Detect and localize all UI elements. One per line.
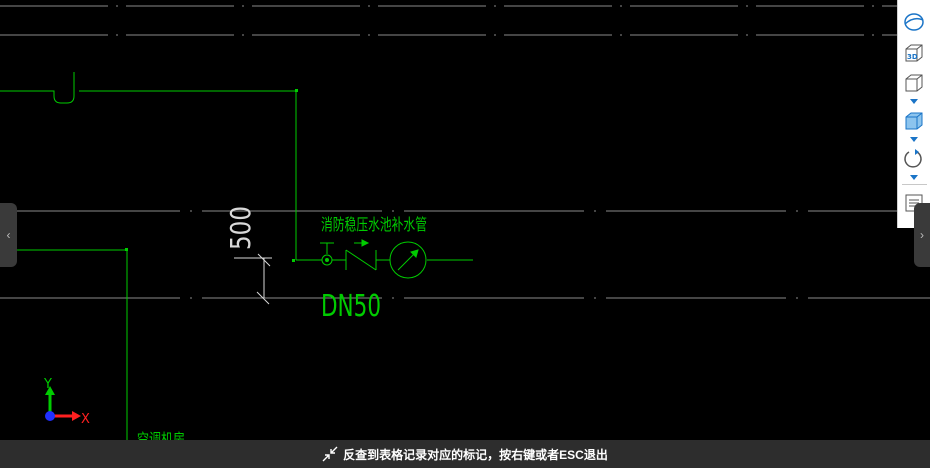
pipe-name-label: 消防稳压水池补水管	[321, 215, 427, 234]
view-cube-solid-icon[interactable]	[901, 108, 927, 134]
orbit-icon[interactable]	[901, 9, 927, 35]
view-cube-wire-icon[interactable]	[901, 70, 927, 96]
pipe-lines[interactable]	[0, 72, 473, 468]
check-valve-icon[interactable]	[345, 239, 390, 271]
chevron-down-icon[interactable]	[907, 173, 921, 181]
pipe-nodes	[125, 89, 298, 262]
scroll-right-tab[interactable]: ›	[914, 203, 930, 267]
chevron-left-icon: ‹	[6, 228, 11, 242]
dimension-marker	[234, 253, 272, 305]
axis-x-label: X	[81, 412, 90, 427]
gauge-icon[interactable]	[389, 241, 427, 279]
ucs-axis-icon: Y X	[43, 377, 90, 427]
view-toolbar: 3D	[897, 0, 930, 228]
grid-lines	[0, 5, 930, 299]
scroll-left-tab[interactable]: ‹	[0, 203, 17, 267]
axis-y-label: Y	[43, 377, 52, 392]
pipe-trap[interactable]	[50, 72, 75, 104]
status-message: 反查到表格记录对应的标记，按右键或者ESC退出	[343, 447, 608, 462]
pipe-size-label: DN50	[321, 289, 381, 324]
chevron-right-icon: ›	[920, 228, 924, 242]
valve-fitting-icon[interactable]	[320, 242, 346, 266]
view-3d-label: 3D	[907, 53, 918, 61]
dimension-label: 500	[224, 206, 257, 250]
toolbar-divider	[902, 184, 927, 185]
collapse-arrows-icon	[322, 446, 338, 462]
chevron-down-icon[interactable]	[907, 135, 921, 143]
rotate-icon[interactable]	[901, 146, 927, 172]
status-bar: 反查到表格记录对应的标记，按右键或者ESC退出	[0, 440, 930, 468]
chevron-down-icon[interactable]	[907, 97, 921, 105]
view-3d-icon[interactable]: 3D	[901, 40, 927, 66]
